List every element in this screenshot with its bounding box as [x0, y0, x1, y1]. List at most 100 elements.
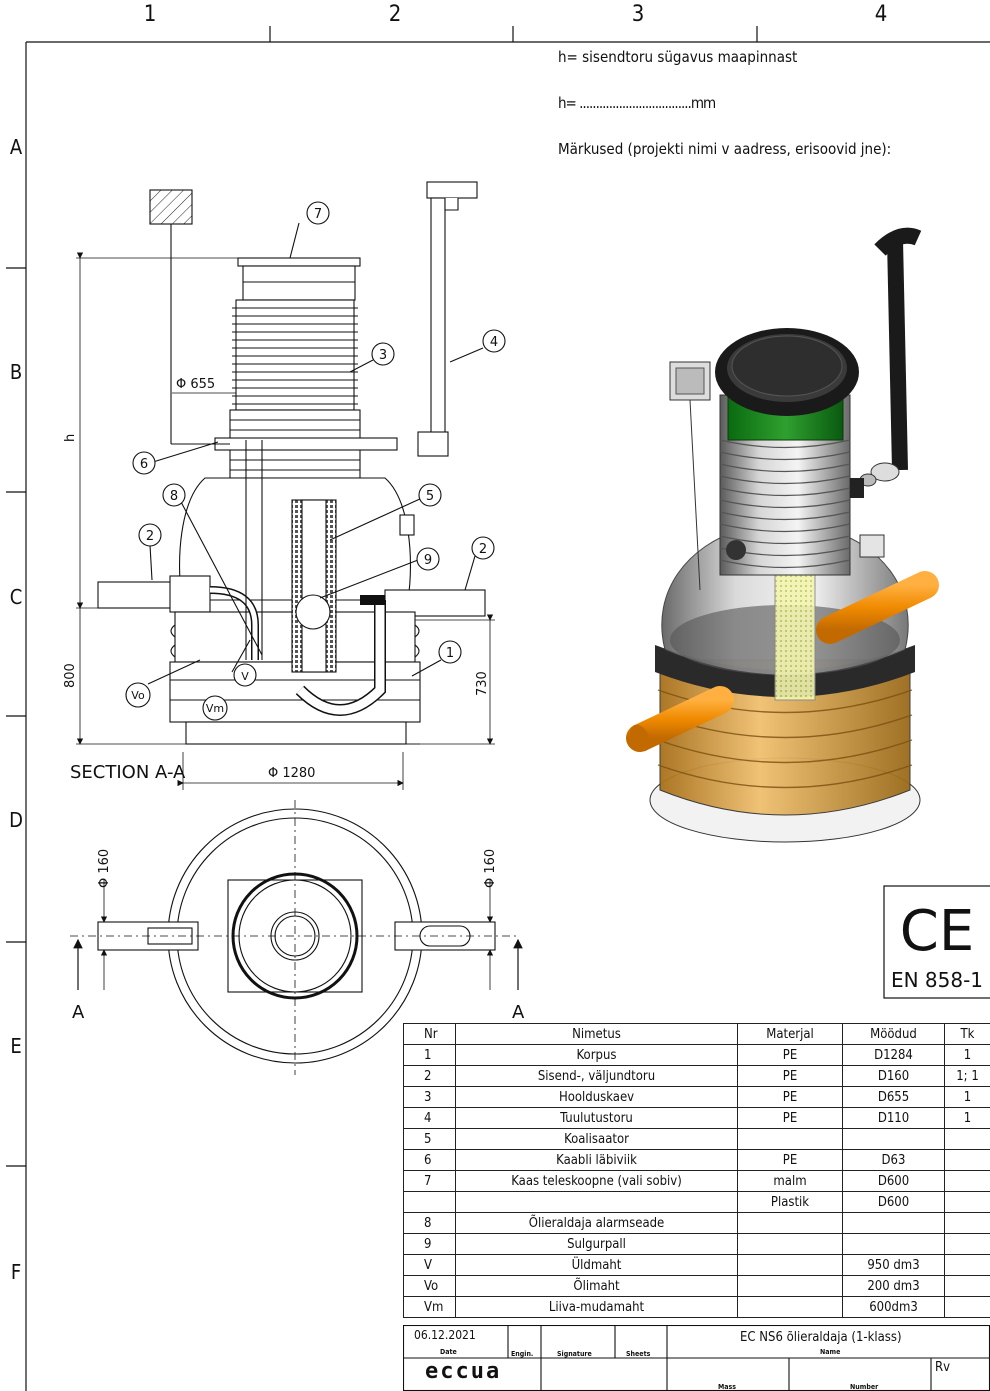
bom-cell: Õlieraldaja alarmseade: [455, 1212, 738, 1234]
bom-cell: PE: [737, 1065, 843, 1087]
dim-h: h: [63, 434, 78, 442]
title-sheets-label: Sheets: [626, 1350, 651, 1358]
callout-4: 4: [490, 335, 498, 350]
plan-dim-left: Φ 160: [97, 849, 112, 888]
bom-cell: 1: [944, 1086, 990, 1108]
bom-cell: Üldmaht: [455, 1254, 738, 1276]
row-letter-c: C: [9, 585, 23, 609]
bom-cell: D600: [842, 1191, 945, 1213]
bom-cell: V: [403, 1254, 456, 1276]
bom-cell: Liiva-mudamaht: [455, 1296, 738, 1318]
ce-mark: CE: [900, 899, 974, 964]
h-value-line: h= ..................................mm: [558, 94, 716, 112]
column-number-1: 1: [143, 2, 157, 27]
bom-cell: PE: [737, 1149, 843, 1171]
bom-cell: malm: [737, 1170, 843, 1192]
title-rev-label: Rv: [935, 1360, 951, 1375]
bom-cell: [944, 1149, 990, 1171]
bom-cell: 200 dm3: [842, 1275, 945, 1297]
bom-cell: 1: [403, 1044, 456, 1066]
callout-1: 1: [446, 646, 454, 661]
callout-5: 5: [426, 489, 434, 504]
bom-header-row: Nr Nimetus Materjal Möödud Tk: [403, 1023, 990, 1045]
bom-cell: [944, 1212, 990, 1234]
bom-cell: D655: [842, 1086, 945, 1108]
bom-cell: Korpus: [455, 1044, 738, 1066]
callout-vm: Vm: [206, 702, 224, 715]
callout-8: 8: [170, 489, 178, 504]
row-letter-b: B: [9, 360, 23, 384]
callout-2-right: 2: [479, 542, 487, 557]
bom-cell: 950 dm3: [842, 1254, 945, 1276]
row-letter-f: F: [10, 1260, 22, 1284]
bom-cell: D110: [842, 1107, 945, 1129]
bom-cell: [944, 1254, 990, 1276]
bom-cell: Vm: [403, 1296, 456, 1318]
bom-cell: D600: [842, 1170, 945, 1192]
cut-label-right: A: [512, 1002, 525, 1023]
bom-cell: Vo: [403, 1275, 456, 1297]
title-number-label: Number: [850, 1383, 879, 1391]
bom-header-material: Materjal: [737, 1023, 843, 1045]
bom-cell: [737, 1275, 843, 1297]
bom-cell: [737, 1233, 843, 1255]
bom-cell: [737, 1128, 843, 1150]
bom-cell: Sulgurpall: [455, 1233, 738, 1255]
bom-cell: [737, 1212, 843, 1234]
bom-cell: [403, 1191, 456, 1213]
bom-cell: Hoolduskaev: [455, 1086, 738, 1108]
bom-cell: 1: [944, 1107, 990, 1129]
bom-cell: 7: [403, 1170, 456, 1192]
row-letter-a: A: [9, 135, 23, 159]
drawing-name: EC NS6 õlieraldaja (1-klass): [740, 1330, 902, 1345]
bom-cell: D1284: [842, 1044, 945, 1066]
section-title: SECTION A-A: [70, 762, 186, 783]
bom-cell: Kaas teleskoopne (vali sobiv): [455, 1170, 738, 1192]
bom-cell: 5: [403, 1128, 456, 1150]
callout-9: 9: [424, 553, 432, 568]
bom-cell: [944, 1296, 990, 1318]
dim-800: 800: [63, 663, 78, 688]
bom-cell: Kaabli läbiviik: [455, 1149, 738, 1171]
bom-cell: [842, 1128, 945, 1150]
title-name-label: Name: [820, 1348, 841, 1356]
column-number-2: 2: [388, 2, 402, 27]
depth-note: h= sisendtoru sügavus maapinnast: [558, 48, 798, 66]
bom-header-name: Nimetus: [455, 1023, 738, 1045]
title-mass-label: Mass: [718, 1383, 737, 1391]
cut-label-left: A: [72, 1002, 85, 1023]
bom-cell: Sisend-, väljundtoru: [455, 1065, 738, 1087]
column-number-3: 3: [631, 2, 645, 27]
callout-2-left: 2: [146, 529, 154, 544]
bom-header-nr: Nr: [403, 1023, 456, 1045]
plan-dim-right: Φ 160: [483, 849, 498, 888]
callout-v: V: [241, 670, 249, 683]
bom-cell: [842, 1233, 945, 1255]
bom-cell: [944, 1191, 990, 1213]
title-engin-label: Engin.: [511, 1350, 534, 1358]
bom-cell: Plastik: [737, 1191, 843, 1213]
dim-1280: Φ 1280: [268, 766, 315, 781]
bom-cell: 4: [403, 1107, 456, 1129]
bom-cell: [944, 1170, 990, 1192]
callout-6: 6: [140, 457, 148, 472]
callout-7: 7: [314, 207, 322, 222]
isometric-render: [626, 227, 939, 843]
column-number-4: 4: [874, 2, 888, 27]
bom-cell: [944, 1128, 990, 1150]
callout-3: 3: [379, 348, 387, 363]
bom-cell: 8: [403, 1212, 456, 1234]
bom-header-size: Möödud: [842, 1023, 945, 1045]
